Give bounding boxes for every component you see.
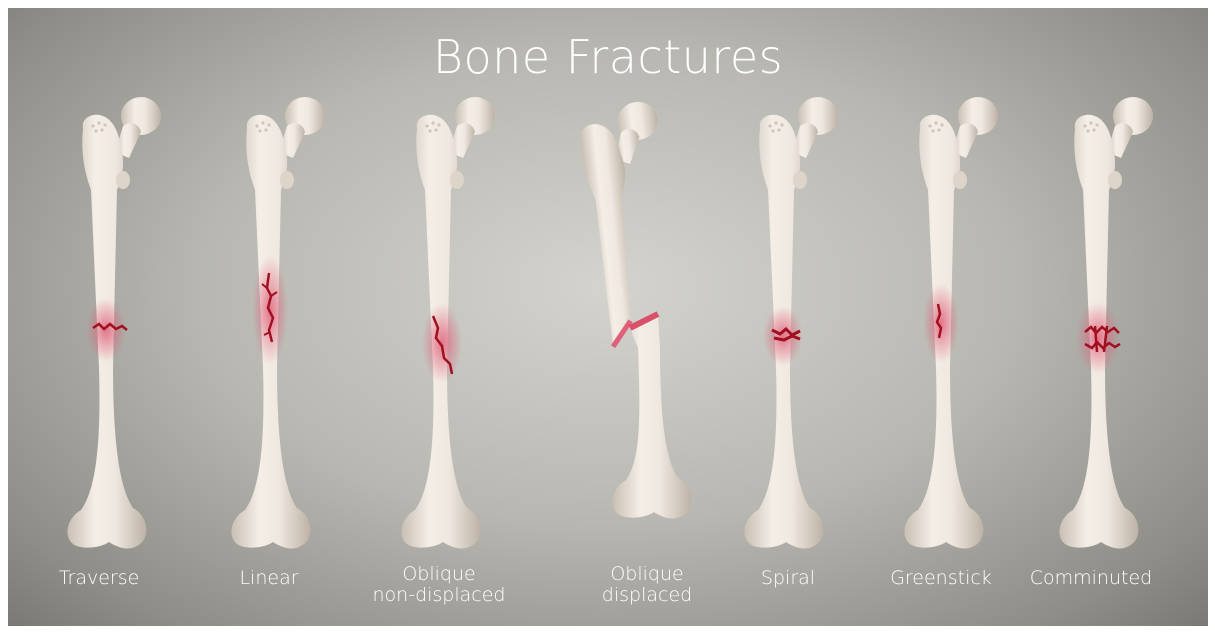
femur-linear bbox=[231, 97, 325, 549]
femur-comminuted bbox=[1059, 97, 1153, 549]
femur-oblique-displaced bbox=[577, 100, 691, 519]
label-oblique-displaced: Oblique displaced bbox=[572, 564, 722, 606]
femur-traverse bbox=[67, 97, 161, 549]
label-greenstick: Greenstick bbox=[866, 568, 1016, 589]
label-oblique-non-displaced: Oblique non-displaced bbox=[364, 564, 514, 606]
femur-illustrations bbox=[8, 8, 1208, 626]
illustration-frame: Bone Fractures bbox=[8, 8, 1208, 626]
label-traverse: Traverse bbox=[24, 568, 174, 589]
femur-greenstick bbox=[904, 97, 998, 549]
label-comminuted: Comminuted bbox=[1016, 568, 1166, 589]
label-linear: Linear bbox=[194, 568, 344, 589]
femur-spiral bbox=[744, 97, 838, 549]
femur-oblique-non-displaced bbox=[401, 97, 495, 549]
label-spiral: Spiral bbox=[713, 568, 863, 589]
